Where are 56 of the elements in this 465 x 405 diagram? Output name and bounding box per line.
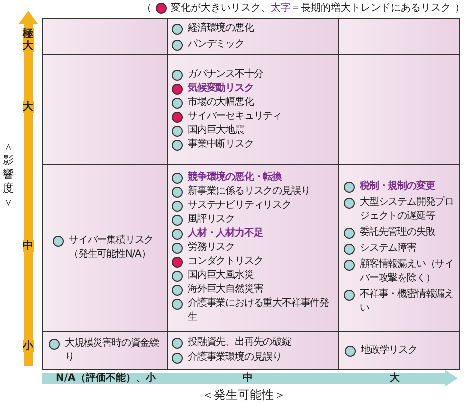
legend-text: 、 [261,2,271,15]
legend-text: ＝長期的増大トレンドにあるリスク [291,2,451,15]
risk-item: 税制・規制の変更 [360,180,436,194]
risk-item: 競争環境の悪化・転換 [188,171,282,185]
axis-tick-label: 極大 [23,28,34,52]
risk-item: 顧客情報漏えい（サイバー攻撃を除く） [360,258,455,286]
matrix-cell [338,331,460,370]
risk-item: サイバー集積リスク（発生可能性N/A） [69,234,155,262]
matrix-cell [338,54,460,165]
matrix-cell [338,18,460,55]
matrix-cell [42,331,168,370]
risk-item: 不祥事・機密情報漏えい [360,288,455,316]
legend-text: 変化が大きいリスク [171,2,261,15]
risk-item: パンデミック [188,38,244,52]
axis-tick-label: 中 [23,240,34,252]
axis-tick-label: N/A（評価不能）、小 [56,373,156,385]
risk-item: サステナビリティリスク [188,199,292,213]
risk-item: サイバーセキュリティ [188,110,282,124]
axis-title: ＜影響度＞ [2,140,15,210]
matrix-cell [42,18,168,55]
risk-item: 労務リスク [188,241,236,255]
legend-text: 太字 [271,2,291,15]
risk-item: 大型システム開発プロジェクトの遅延等 [360,196,455,224]
axis-tick-label: 大 [390,373,400,385]
matrix-cell [167,331,339,370]
risk-item: 新事業に係るリスクの見誤り [188,185,310,199]
axis-tick-label: 大 [23,101,34,113]
risk-item: 国内巨大風水災 [188,269,254,283]
matrix-cell [167,18,339,55]
risk-item: コンダクトリスク [188,255,264,269]
risk-item: 海外巨大自然災害 [188,283,264,297]
risk-item: 人材・人材力不足 [188,227,264,241]
legend-bracket: ） [455,2,465,15]
legend-bracket: （ [142,2,152,15]
matrix-cell [338,164,460,332]
risk-item: 経済環境の悪化 [188,22,254,36]
risk-item: 市場の大幅悪化 [188,96,254,110]
matrix-cell [42,54,168,165]
risk-item: 地政学リスク [361,344,418,358]
risk-item: 介護事業における重大不祥事件発生 [188,297,330,325]
risk-item: 介護事業環境の見誤り [188,351,282,365]
risk-item: 国内巨大地震 [188,124,244,138]
axis-tick-label: 小 [23,340,34,352]
risk-item: 気候変動リスク [188,82,254,96]
axis-tick-label: 中 [243,373,253,385]
risk-item: 事業中断リスク [188,138,254,152]
risk-item: 大規模災害時の資金繰り [65,336,160,364]
risk-item: 委託先管理の失敗 [360,226,436,240]
matrix-cell [42,164,168,332]
matrix-cell [167,54,339,165]
matrix-cell [167,164,339,332]
axis-title: ＜発生可能性＞ [202,388,286,403]
risk-item: ガバナンス不十分 [188,68,264,82]
risk-item: 投融資先、出再先の破綻 [188,336,292,350]
risk-item: 風評リスク [188,213,236,227]
risk-item: システム障害 [360,242,416,256]
